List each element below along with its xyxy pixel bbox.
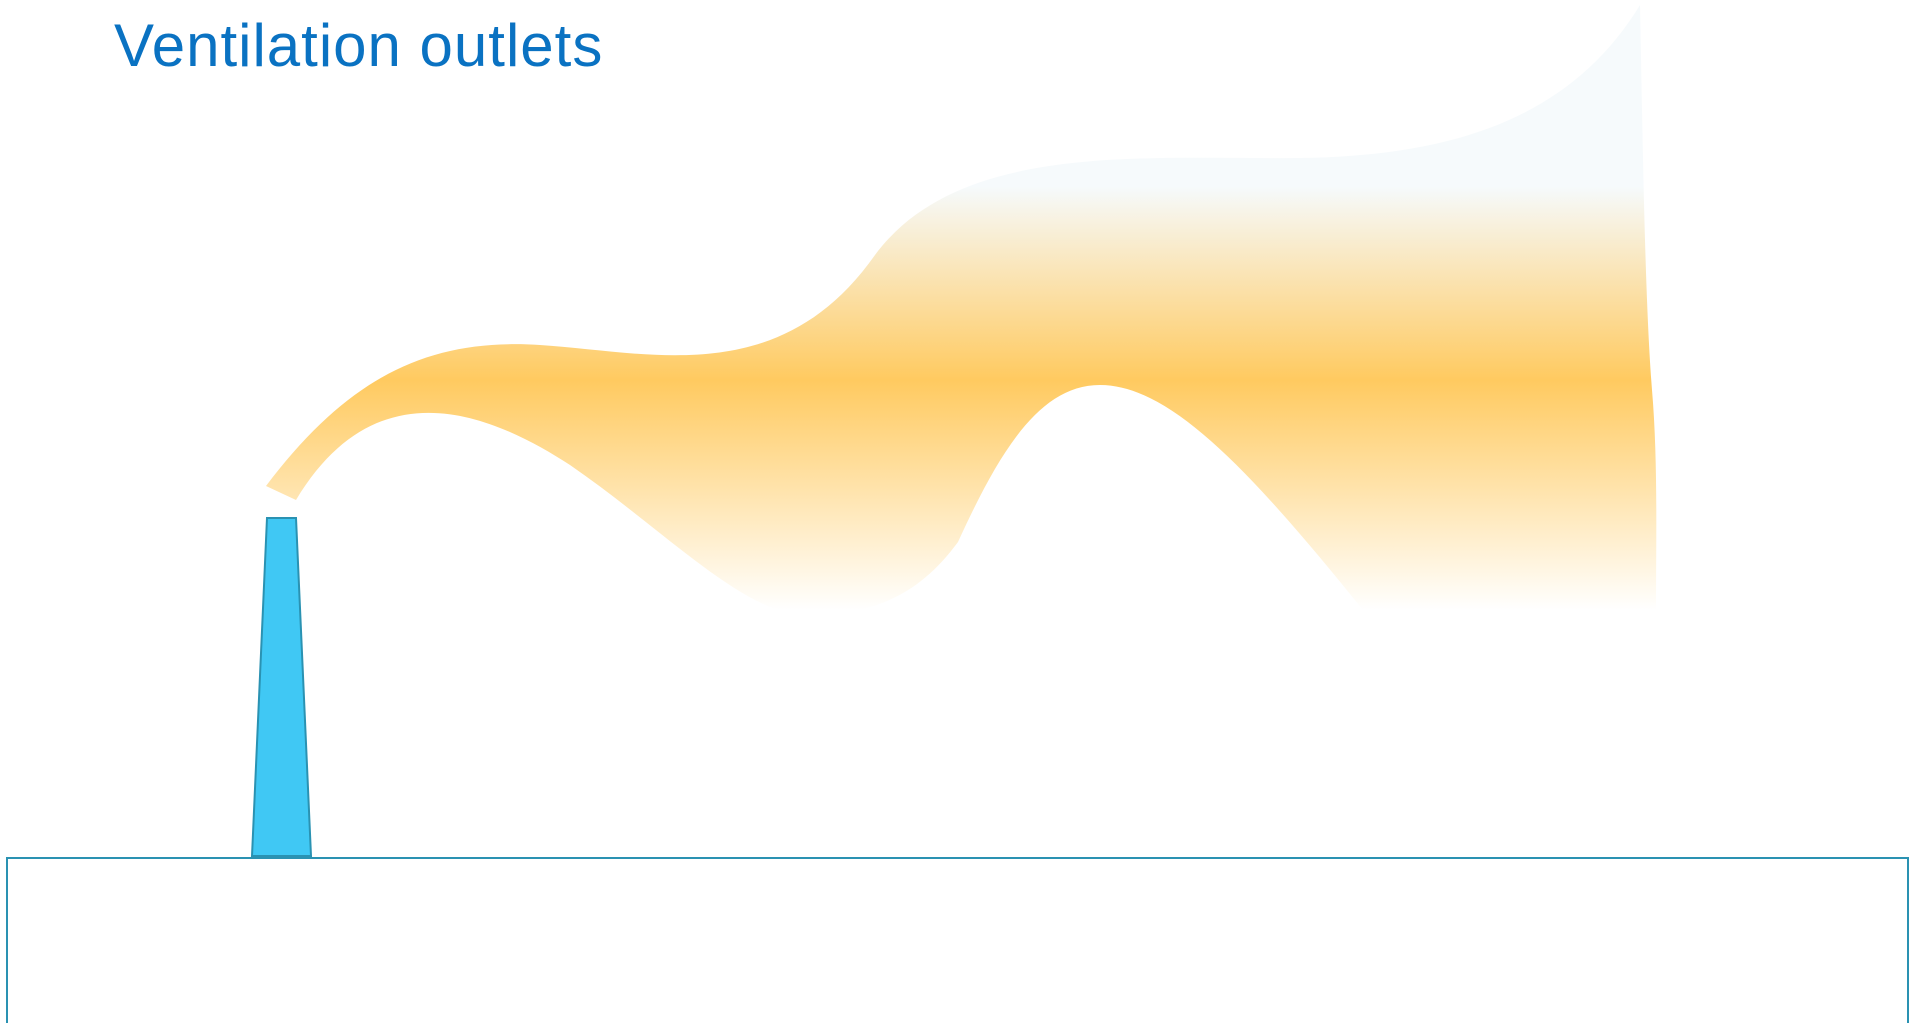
page-title: Ventilation outlets <box>114 12 604 79</box>
ground-line <box>6 857 1909 1023</box>
chimney-icon <box>250 517 313 857</box>
exhaust-plume <box>266 5 1657 610</box>
